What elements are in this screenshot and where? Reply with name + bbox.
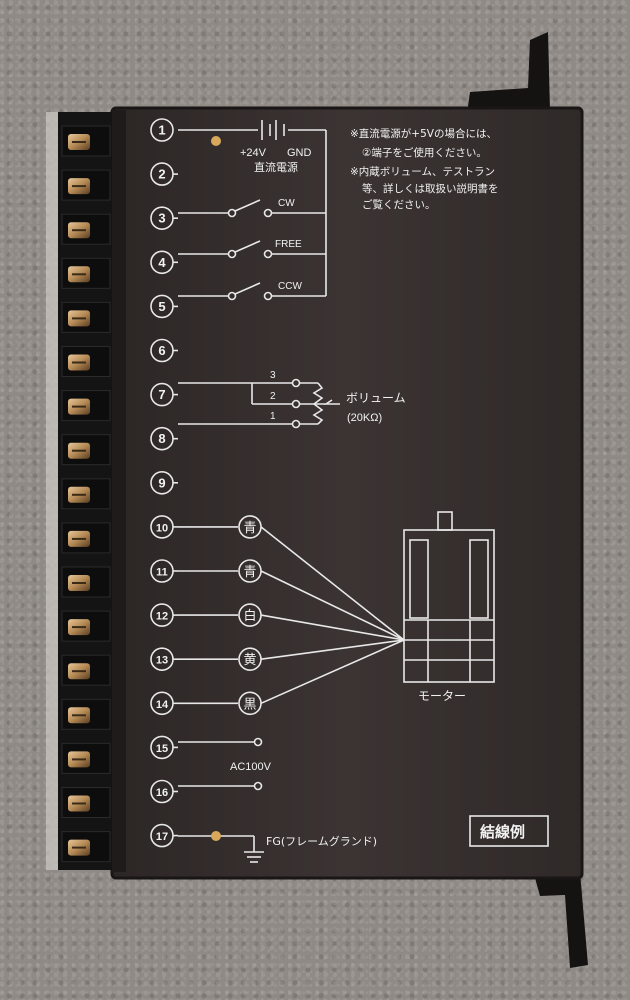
- motor-wire: 白: [178, 603, 405, 641]
- terminal-number-text: 2: [158, 167, 165, 182]
- terminal-number-text: 1: [158, 123, 165, 138]
- terminal-screw: [61, 831, 111, 863]
- note-line-4: 等、詳しくは取扱い説明書を: [362, 182, 499, 195]
- terminal-number-text: 16: [156, 787, 168, 799]
- note-block: ※直流電源が+5Vの場合には、 ②端子をご使用ください。 ※内蔵ボリューム、テス…: [350, 127, 499, 211]
- volume-pin-1: 1: [270, 411, 276, 422]
- motor-label: モーター: [418, 689, 466, 703]
- wire-color-label: 青: [243, 521, 256, 536]
- terminal-screw: [61, 566, 111, 598]
- motor-symbol: モーター: [403, 511, 495, 703]
- terminal-number-text: 17: [156, 831, 168, 843]
- terminal-number-text: 12: [156, 611, 168, 623]
- note-line-1: ※直流電源が+5Vの場合には、: [350, 127, 497, 140]
- terminal-screw: [61, 257, 111, 289]
- terminal-screw: [61, 522, 111, 554]
- switch-group: CW FREE CCW: [178, 198, 326, 301]
- terminal-number: 17: [150, 823, 178, 848]
- wire-color-label: 白: [243, 608, 256, 624]
- terminal-number: 15: [150, 735, 178, 760]
- terminal-screw: [61, 169, 111, 201]
- terminal-number: 3: [150, 206, 178, 230]
- power-plus-label: +24V: [240, 147, 267, 159]
- note-line-2: ②端子をご使用ください。: [362, 146, 487, 159]
- motor-wire: 黒: [178, 639, 405, 716]
- motor-wire: 黄: [178, 639, 405, 672]
- motor-wire: 青: [178, 559, 405, 641]
- volume-potentiometer: 3 2 1 ボリューム (20KΩ): [178, 370, 406, 429]
- diagram-title-box: 結線例: [469, 815, 549, 847]
- terminal-number: 2: [150, 162, 178, 186]
- volume-label: ボリューム: [346, 391, 406, 405]
- ac-input: AC100V: [178, 737, 272, 791]
- terminal-number-text: 10: [156, 522, 168, 534]
- terminal-screw: [61, 610, 111, 642]
- terminal-number: 9: [150, 470, 178, 495]
- terminal-number-text: 13: [156, 655, 168, 667]
- top-mounting-bracket: [468, 32, 550, 112]
- terminal-number: 13: [150, 647, 178, 672]
- power-supply-label: 直流電源: [254, 160, 298, 174]
- terminal-number: 5: [150, 294, 178, 319]
- terminal-number-text: 9: [158, 475, 165, 490]
- bottom-mounting-bracket: [535, 872, 588, 968]
- note-line-5: ご覧ください。: [362, 198, 436, 211]
- terminal-screw: [61, 213, 111, 245]
- power-gnd-label: GND: [287, 147, 312, 159]
- terminal-number-text: 11: [156, 567, 168, 579]
- terminal-screw: [61, 434, 111, 466]
- terminal-screw: [61, 301, 111, 333]
- terminal-number: 11: [150, 559, 178, 583]
- volume-pin-2: 2: [270, 391, 276, 402]
- note-line-3: ※内蔵ボリューム、テストラン: [350, 165, 495, 178]
- terminal-number-text: 14: [156, 699, 169, 711]
- terminal-block: [46, 110, 126, 872]
- wire-color-label: 青: [243, 565, 256, 580]
- terminal-number-text: 15: [156, 743, 168, 755]
- terminal-number-text: 3: [158, 211, 165, 226]
- mounting-hole-top: [211, 136, 221, 146]
- wire-color-label: 黒: [243, 697, 256, 712]
- terminal-screw: [61, 346, 111, 377]
- terminal-number: 1: [150, 118, 174, 142]
- motor-wire: 青: [178, 515, 405, 641]
- driver-panel: [112, 108, 582, 878]
- terminal-number: 12: [150, 603, 178, 627]
- terminal-number: 6: [150, 338, 178, 363]
- terminal-screw: [61, 478, 111, 510]
- terminal-number-text: 7: [158, 387, 165, 402]
- switch-ccw-label: CCW: [278, 281, 302, 292]
- dc-power-supply: +24V GND 直流電源: [178, 120, 327, 296]
- terminal-number: 4: [150, 250, 178, 275]
- volume-value: (20KΩ): [347, 412, 382, 424]
- terminal-number: 16: [150, 779, 178, 804]
- volume-pin-3: 3: [270, 370, 276, 381]
- terminal-number: 10: [150, 515, 178, 539]
- terminal-screw: [61, 654, 111, 686]
- ac-label: AC100V: [230, 761, 272, 773]
- terminal-number: 7: [150, 382, 178, 407]
- frame-ground: FG(フレームグランド): [178, 831, 377, 863]
- switch-cw-label: CW: [278, 198, 295, 209]
- diagram-title: 結線例: [480, 823, 525, 841]
- mounting-hole-bottom: [211, 831, 221, 841]
- terminal-screw: [61, 742, 111, 774]
- terminal-screw: [61, 787, 111, 818]
- terminal-number-text: 5: [158, 299, 165, 314]
- fg-label: FG(フレームグランド): [266, 834, 377, 848]
- terminal-number: 8: [150, 426, 178, 451]
- terminal-screw: [61, 390, 111, 422]
- terminal-screw: [61, 125, 111, 157]
- terminal-number: 14: [150, 691, 178, 716]
- terminal-screw: [61, 698, 111, 730]
- terminal-number-text: 4: [158, 255, 166, 270]
- switch-free-label: FREE: [275, 239, 302, 250]
- terminal-number-text: 6: [158, 343, 165, 358]
- terminal-number-text: 8: [158, 431, 165, 446]
- wire-color-label: 黄: [243, 653, 256, 668]
